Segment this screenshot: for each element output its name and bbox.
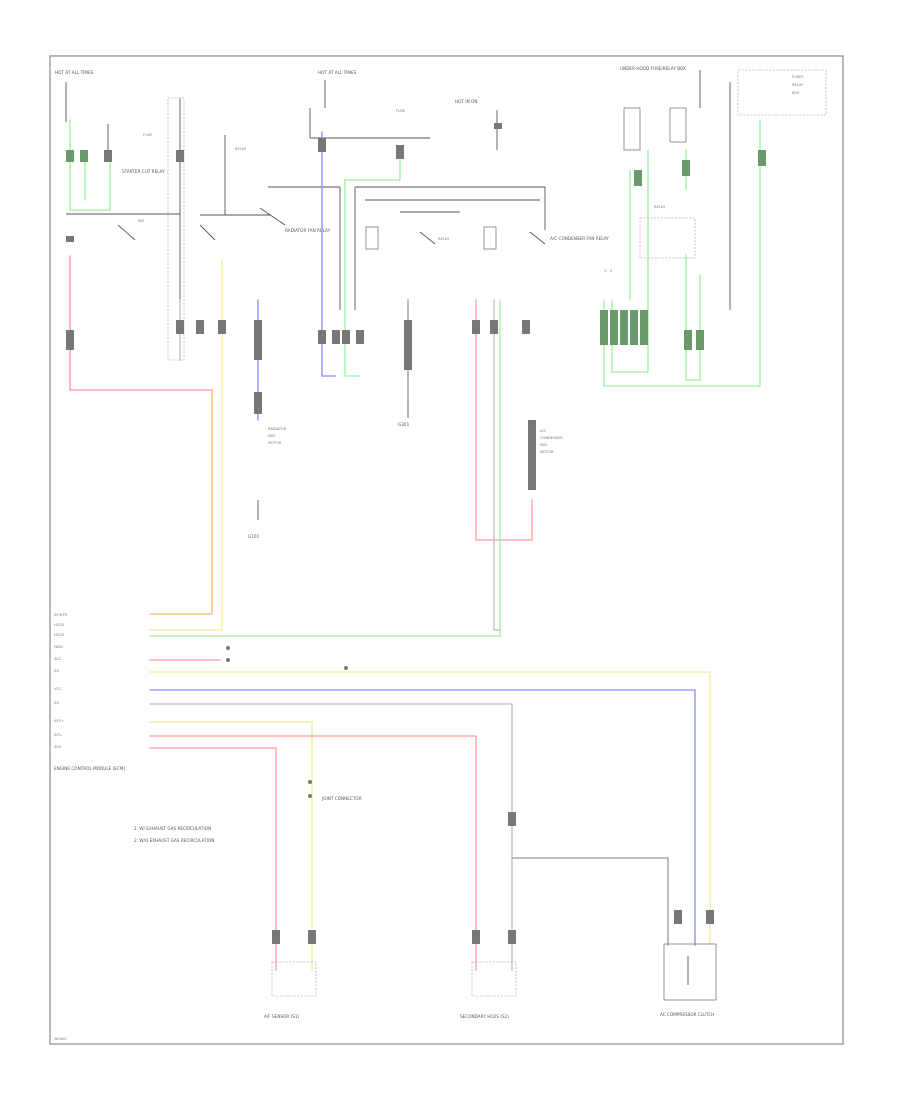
svg-text:VCC: VCC — [54, 687, 62, 691]
sensor-mid-box — [471, 961, 517, 997]
relay-b-label: RADIATOR FAN RELAY — [285, 228, 331, 233]
svg-text:RELAY: RELAY — [792, 83, 804, 87]
svg-text:MOTOR: MOTOR — [540, 450, 554, 454]
svg-text:CONDENSER: CONDENSER — [540, 436, 563, 440]
svg-text:FUSES: FUSES — [792, 75, 804, 79]
relay-a-label: STARTER CUT RELAY — [122, 169, 165, 174]
module-right-label: AC COMPRESSOR CLUTCH — [660, 1012, 714, 1017]
svg-text:FUSE: FUSE — [143, 133, 153, 137]
svg-text:BOX: BOX — [792, 91, 800, 95]
connector-group — [66, 123, 766, 944]
fuse-mid-label: HOT AT ALL TIMES — [318, 70, 357, 75]
diagram-border — [49, 55, 844, 1045]
svg-text:AFS-: AFS- — [54, 733, 63, 737]
svg-text:SW: SW — [138, 219, 144, 223]
svg-text:HO2S: HO2S — [54, 623, 65, 627]
footer-code: W0000 — [54, 1037, 67, 1041]
legend-1: 1: W/ EXHAUST GAS RECIRCULATION — [134, 826, 211, 831]
sensor-left-box — [271, 961, 317, 997]
svg-text:HO2S: HO2S — [54, 633, 65, 637]
svg-text:FAN: FAN — [268, 434, 275, 438]
box-right-label: UNDER-HOOD FUSE/RELAY BOX — [620, 66, 686, 71]
ecm-label: ENGINE CONTROL MODULE (ECM) — [54, 766, 125, 771]
svg-text:FANC: FANC — [54, 645, 64, 649]
svg-text:A/C: A/C — [540, 429, 547, 433]
ecm-pin-labels: AF/HTR HO2S HO2S FANC ACC SG VCC SG AFS+… — [54, 613, 68, 749]
ground-2-label: G301 — [398, 422, 410, 427]
fuse-right-label: HOT IN ON — [455, 99, 477, 104]
ground-1-label: G101 — [248, 534, 260, 539]
svg-text:FUSE: FUSE — [396, 109, 406, 113]
svg-text:RADIATOR: RADIATOR — [268, 427, 287, 431]
fuse-left-label: HOT AT ALL TIMES — [55, 70, 94, 75]
svg-text:MOTOR: MOTOR — [268, 441, 282, 445]
svg-text:AFS+: AFS+ — [54, 719, 64, 723]
sensor-mid-label: SECONDARY HO2S (S2) — [460, 1014, 509, 1019]
svg-text:RELAY: RELAY — [438, 237, 450, 241]
legend-2: 2: W/O EXHAUST GAS RECIRCULATION — [134, 838, 214, 843]
module-right-box — [663, 943, 717, 1001]
relay-c-label: A/C CONDENSER FAN RELAY — [550, 236, 609, 241]
svg-text:ACC: ACC — [54, 657, 62, 661]
svg-text:1 - 2: 1 - 2 — [604, 269, 612, 273]
svg-text:RELAY: RELAY — [654, 205, 666, 209]
svg-text:FAN: FAN — [540, 443, 547, 447]
note-mid-label: JOINT CONNECTOR — [321, 796, 362, 801]
svg-text:RELAY: RELAY — [235, 147, 247, 151]
svg-text:AFH: AFH — [54, 745, 62, 749]
svg-text:AF/HTR: AF/HTR — [54, 613, 68, 617]
svg-text:SG: SG — [54, 669, 59, 673]
sensor-left-label: A/F SENSOR (S1) — [264, 1014, 300, 1019]
svg-text:SG: SG — [54, 701, 59, 705]
